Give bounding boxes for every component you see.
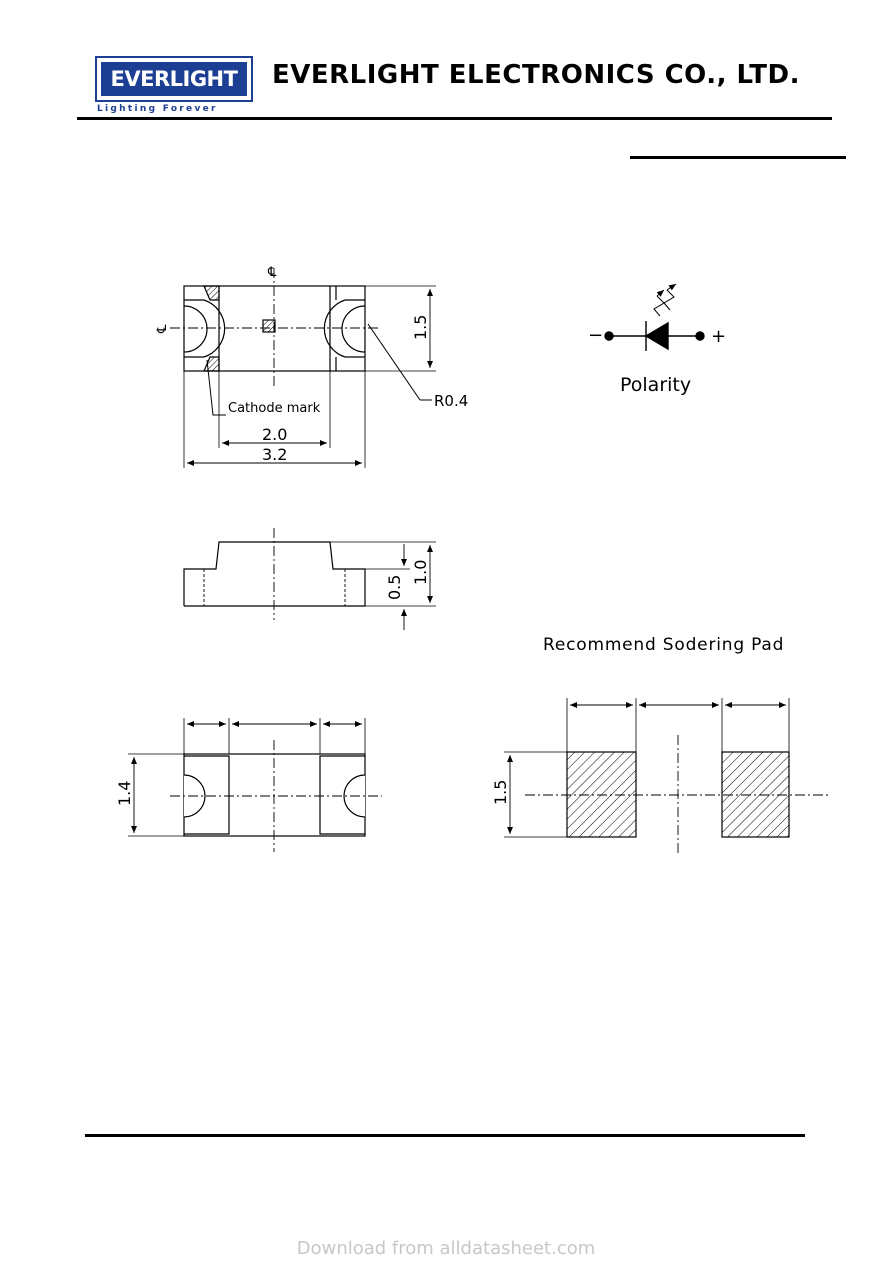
radius-label: R0.4 [434, 392, 468, 410]
polarity-minus: − [588, 325, 603, 346]
polarity-plus: + [711, 326, 726, 347]
dim-side-full: 1.0 [411, 560, 430, 585]
solder-pad-right [721, 751, 790, 838]
dim-side-half: 0.5 [385, 575, 404, 600]
company-logo: EVERLIGHT [95, 56, 253, 102]
download-watermark[interactable]: Download from alldatasheet.com [296, 1238, 596, 1259]
solder-pad-view [504, 698, 830, 856]
dim-pad-height: 1.5 [491, 780, 510, 805]
bottom-view [128, 718, 382, 852]
header-sub-rule [630, 156, 846, 159]
solder-pad-left [566, 751, 637, 838]
logo-wordmark: EVERLIGHT [101, 62, 247, 96]
side-view [183, 528, 436, 630]
logo-tagline: Lighting Forever [97, 104, 218, 114]
dim-height-top: 1.5 [411, 315, 430, 340]
top-view [170, 268, 436, 468]
centerline-mark-top: ℄ [267, 265, 277, 280]
centerline-mark-left: ℄ [155, 324, 170, 334]
header-rule [77, 117, 832, 120]
dim-width-inner: 2.0 [262, 425, 287, 444]
top-view-body [183, 285, 366, 372]
dim-width-outer: 3.2 [262, 445, 287, 464]
footer-rule [85, 1134, 805, 1137]
company-name: EVERLIGHT ELECTRONICS CO., LTD. [272, 60, 800, 90]
polarity-label: Polarity [620, 374, 691, 396]
polarity-symbol [604, 283, 705, 351]
dim-bottom-height: 1.4 [115, 781, 134, 806]
pad-title: Recommend Sodering Pad [543, 635, 784, 655]
cathode-mark-label: Cathode mark [228, 401, 321, 416]
